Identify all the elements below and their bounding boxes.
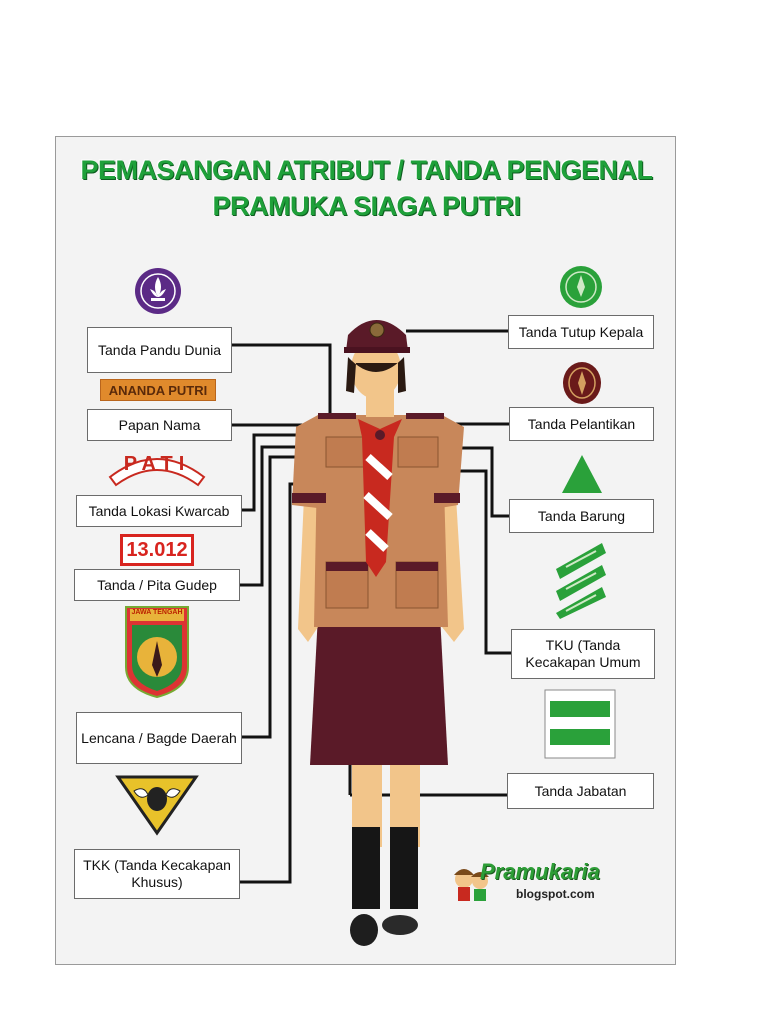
tkk-badge-icon (115, 775, 199, 836)
scarf-ring (375, 430, 385, 440)
epaulet-left (318, 413, 356, 419)
title-line-1: PEMASANGAN ATRIBUT / TANDA PENGENAL (80, 155, 654, 185)
line-daerah (242, 455, 296, 739)
sleeve-left (292, 415, 326, 509)
line-tku (460, 469, 511, 655)
scarf-stripes (363, 454, 393, 552)
label-tanda-pita-gudep: Tanda / Pita Gudep (74, 569, 240, 601)
label-tanda-tutup-kepala: Tanda Tutup Kepala (508, 315, 654, 349)
cap-badge (369, 322, 385, 338)
sock-left (352, 827, 380, 909)
cap-emblem-icon (560, 266, 602, 308)
regional-badge-icon (125, 606, 189, 699)
name-plate-badge: ANANDA PUTRI (100, 379, 216, 401)
sleeve-cuff-left (292, 493, 326, 503)
gudep-badge: 13.012 (120, 534, 194, 566)
regional-badge-banner: JAWA TENGAH (131, 609, 183, 616)
line-barung (458, 446, 509, 518)
label-papan-nama: Papan Nama (87, 409, 232, 441)
barung-triangle-icon (562, 455, 602, 493)
label-tku: TKU (Tanda Kecakapan Umum (511, 629, 655, 679)
hair (346, 357, 406, 393)
pramukaria-logo-text: Pramukaria (480, 859, 600, 884)
label-tanda-barung: Tanda Barung (509, 499, 654, 533)
label-tanda-pandu-dunia: Tanda Pandu Dunia (87, 327, 232, 373)
pati-badge-text: PATI (123, 453, 191, 475)
world-scout-emblem-icon (135, 268, 181, 314)
shoe-left (350, 914, 378, 946)
pocket-flap-lower-left (326, 562, 368, 571)
tku-badge-icon (556, 543, 606, 619)
line-gudep (240, 445, 298, 587)
sleeve-right (434, 415, 464, 509)
label-tanda-jabatan: Tanda Jabatan (507, 773, 654, 809)
label-tanda-pelantikan: Tanda Pelantikan (509, 407, 654, 441)
skirt (310, 615, 448, 765)
pocket-flap-lower-right (396, 562, 438, 571)
label-lencana-bagde-daerah: Lencana / Bagde Daerah (76, 712, 242, 764)
cap-brim (344, 347, 410, 353)
shoe-right (382, 915, 418, 935)
pocket-left (325, 436, 367, 468)
line-lokasi (242, 433, 300, 512)
pramukaria-logo-sub: blogspot.com (516, 887, 595, 901)
line-pandu-dunia (232, 343, 332, 437)
sleeve-cuff-right (434, 493, 460, 503)
label-tanda-lokasi-kwarcab: Tanda Lokasi Kwarcab (76, 495, 242, 527)
pocket-right (397, 436, 439, 468)
label-tkk: TKK (Tanda Kecakapan Khusus) (74, 849, 240, 899)
scout-figure (292, 320, 464, 946)
pati-badge-icon (108, 458, 206, 487)
title-line-2: PRAMUKA SIAGA PUTRI (212, 191, 521, 221)
poster: PEMASANGAN ATRIBUT / TANDA PENGENAL PRAM… (55, 136, 676, 965)
inauguration-emblem-icon (563, 362, 601, 404)
sock-right (390, 827, 418, 909)
position-badge-icon (544, 689, 616, 759)
pramukaria-mascot-icon (454, 869, 489, 901)
epaulet-right (406, 413, 444, 419)
